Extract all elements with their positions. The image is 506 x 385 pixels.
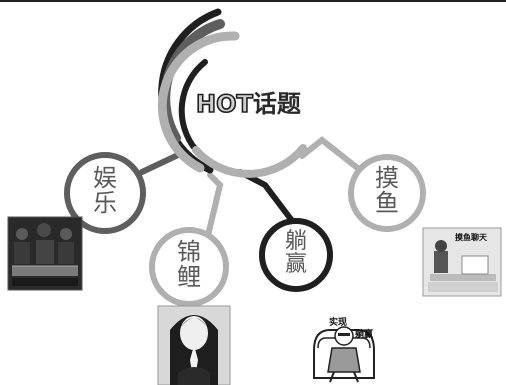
title-topic-text: 话题 — [252, 90, 301, 118]
hub-arc-dark-inner — [178, 59, 208, 153]
topic-circle-jinli — [149, 227, 229, 307]
hub-arc-light — [157, 31, 240, 173]
topic-label-jinli: 锦 鲤 — [169, 238, 209, 292]
hot-topic-title: HOT话题 — [195, 84, 326, 119]
topic-circle-tangying — [259, 218, 333, 292]
topic-circle-yule — [64, 152, 146, 234]
party-photo — [7, 216, 83, 291]
connector-yule — [139, 152, 181, 175]
topic-char: 锦 — [177, 238, 201, 266]
topic-char: 乐 — [93, 189, 117, 218]
caption-shixian: 实现 — [329, 318, 348, 328]
topic-circle-moyu — [348, 154, 426, 232]
title-hot-text: HOT — [195, 89, 253, 119]
hub-arc-bottom-light — [192, 144, 307, 178]
connector-moyu — [299, 136, 363, 173]
connector-tangying — [237, 169, 296, 225]
praying-girl-photo — [157, 305, 231, 385]
topic-label-yule: 娱 乐 — [85, 164, 125, 218]
cartoon-armchair — [313, 326, 375, 383]
topic-char: 娱 — [93, 164, 117, 192]
caption-tangying: 躺赢 — [355, 330, 374, 340]
topic-char: 赢 — [284, 252, 307, 278]
connector-jinli — [203, 172, 224, 247]
topic-char: 鱼 — [375, 189, 399, 218]
topic-char: 摸 — [375, 164, 399, 192]
topic-char: 鲤 — [177, 263, 201, 292]
caption-moyu-chat: 摸鱼聊天 — [455, 233, 487, 242]
topic-label-moyu: 摸 鱼 — [367, 164, 407, 218]
office-woman-photo — [422, 227, 502, 297]
topic-label-tangying: 躺 赢 — [277, 230, 315, 276]
topic-char: 躺 — [284, 229, 307, 254]
